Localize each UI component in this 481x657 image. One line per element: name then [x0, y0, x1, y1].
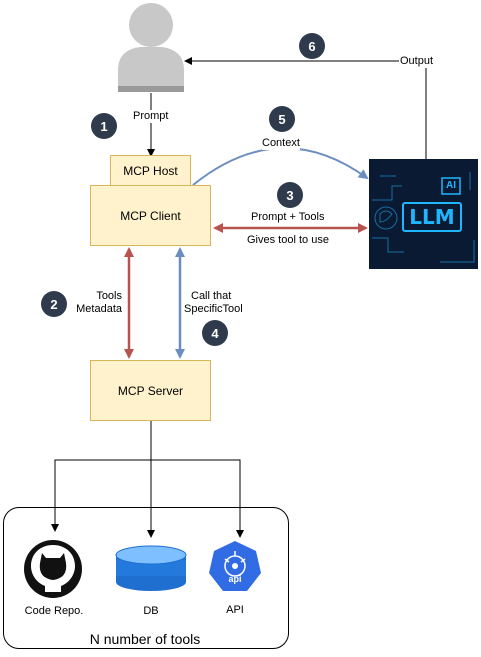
- database-icon: [115, 545, 187, 591]
- user-icon: [118, 3, 184, 92]
- server-tool-connectors: [51, 421, 244, 538]
- api-icon-text: api: [228, 574, 242, 584]
- github-icon: [24, 540, 82, 598]
- context-arrow: [192, 147, 369, 186]
- tools-group-frame: [3, 507, 289, 649]
- step-4-badge: 4: [202, 320, 228, 346]
- output-label: Output: [399, 55, 435, 68]
- step-3-badge: 3: [277, 182, 303, 208]
- tools-metadata-line1: Tools: [96, 290, 122, 302]
- llm-graphic: [369, 159, 478, 269]
- context-label: Context: [262, 137, 300, 150]
- llm-label: LLM: [409, 205, 455, 229]
- gives-tool-label: Gives tool to use: [247, 234, 329, 246]
- tools-metadata-line2: Metadata: [76, 303, 122, 315]
- mcp-server-box[interactable]: MCP Server: [90, 360, 211, 421]
- api-label: API: [226, 604, 244, 616]
- db-label: DB: [143, 605, 159, 617]
- call-tool-line2: SpecificTool: [184, 303, 243, 315]
- tools-metadata-label: Tools Metadata: [70, 290, 122, 316]
- step-5-badge: 5: [269, 106, 295, 132]
- mcp-host-label: MCP Host: [123, 163, 178, 178]
- tools-group-title: N number of tools: [89, 631, 201, 647]
- call-tool-label: Call that SpecificTool: [184, 290, 243, 316]
- api-icon: [209, 541, 261, 591]
- step-2-badge: 2: [41, 291, 67, 317]
- call-tool-line1: Call that: [191, 290, 232, 302]
- llm-ai-badge: AI: [446, 180, 456, 191]
- output-arrow: [184, 57, 427, 159]
- code-repo-label: Code Repo.: [24, 605, 84, 617]
- prompt-label: Prompt: [133, 110, 169, 123]
- mcp-client-box[interactable]: MCP Client: [90, 185, 211, 246]
- mcp-server-label: MCP Server: [117, 383, 184, 398]
- mcp-client-label: MCP Client: [120, 208, 181, 223]
- step-6-badge: 6: [299, 33, 325, 59]
- step-1-badge: 1: [91, 113, 117, 139]
- mcp-host-box[interactable]: MCP Host: [110, 155, 191, 186]
- prompt-tools-label: Prompt + Tools: [251, 211, 325, 223]
